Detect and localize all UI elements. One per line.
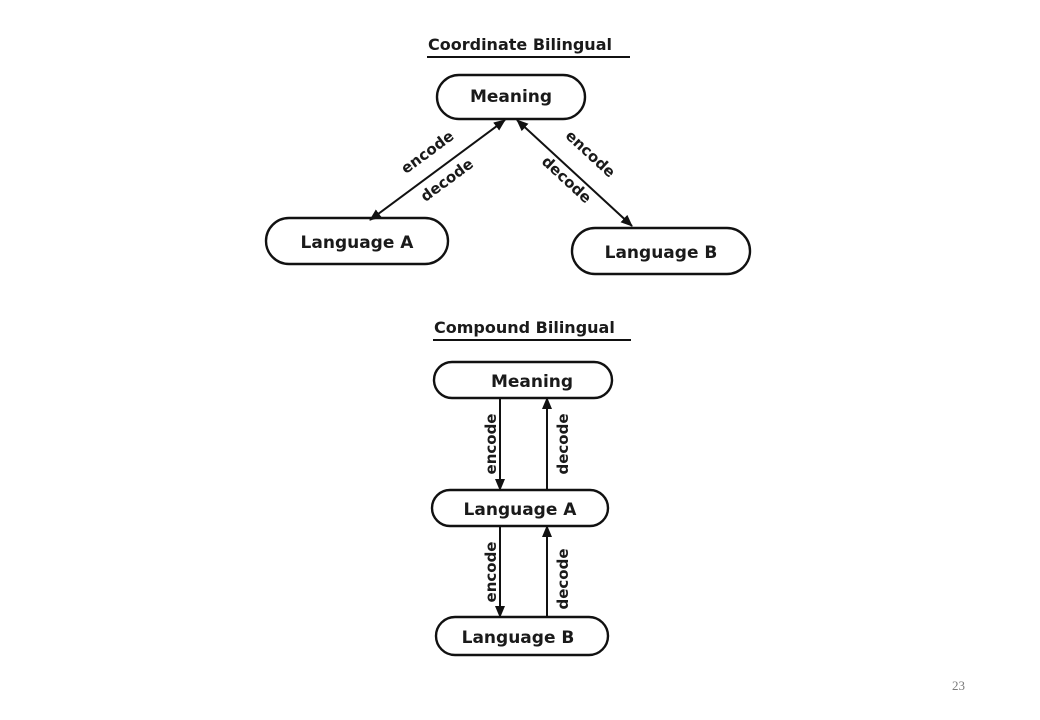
compound-meaning-label: Meaning [491,372,573,392]
coordinate-left-arrow [369,119,506,221]
coordinate-language-a-label: Language A [301,233,415,253]
compound-language-a-node [430,488,610,528]
compound-language-a-label: Language A [464,500,578,520]
coordinate-meaning-label: Meaning [470,87,552,107]
coordinate-title: Coordinate Bilingual [428,35,612,54]
page-number: 23 [952,678,965,693]
coordinate-right-arrow [516,119,633,227]
compound-language-b-node [434,615,610,657]
compound-language-b-label: Language B [462,628,575,648]
coordinate-language-a-node [264,216,450,266]
compound-bilingual-section: Compound Bilingual Meaning Language A La… [430,318,631,657]
coordinate-meaning-node [435,73,587,121]
compound-lower-encode-label: encode [482,542,500,603]
compound-upper-decode-label: decode [554,413,572,474]
compound-title: Compound Bilingual [434,318,615,337]
coordinate-bilingual-section: Coordinate Bilingual Meaning Language A … [264,35,752,276]
compound-upper-encode-label: encode [482,414,500,475]
compound-meaning-node [432,360,614,400]
compound-lower-decode-label: decode [554,548,572,609]
coordinate-language-b-label: Language B [605,243,718,263]
coordinate-language-b-node [570,226,752,276]
